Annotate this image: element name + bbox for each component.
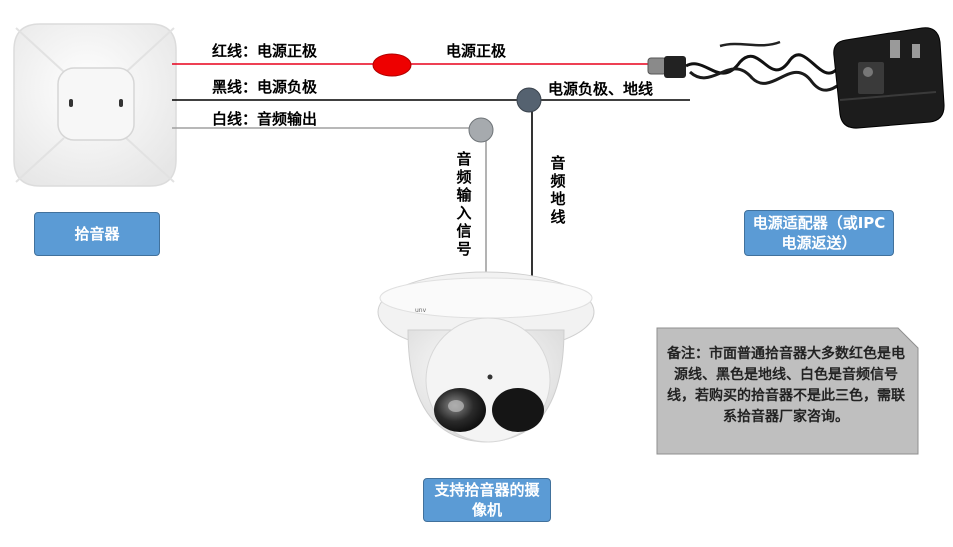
adapter-label: 电源适配器（或IPC电源返送）	[752, 214, 886, 252]
pickup-badge: 拾音器	[34, 212, 160, 256]
adapter-badge: 电源适配器（或IPC电源返送）	[744, 210, 894, 256]
black-wire-label: 黑线：电源负极	[212, 78, 318, 96]
pickup-label: 拾音器	[74, 225, 120, 243]
svg-text:unv: unv	[415, 307, 427, 314]
dome-camera: unv	[377, 271, 595, 443]
power-adapter	[647, 27, 945, 129]
white-junction-node	[468, 117, 494, 143]
note-box	[656, 327, 919, 455]
white-wire-label: 白线：音频输出	[212, 110, 318, 128]
camera-badge: 支持拾音器的摄像机	[423, 478, 551, 522]
power-positive-label: 电源正极	[446, 42, 507, 60]
audio-ground-label: 音频地线	[550, 154, 566, 226]
note-text: 备注：市面普通拾音器大多数红色是电源线、黑色是地线、白色是音频信号线，若购买的拾…	[667, 346, 905, 425]
wires	[172, 63, 690, 280]
red-junction-node	[372, 53, 412, 77]
camera-label: 支持拾音器的摄像机	[434, 481, 540, 519]
sound-pickup-device	[13, 23, 177, 187]
black-junction-node	[516, 87, 542, 113]
power-negative-ground-label: 电源负极、地线	[548, 80, 654, 98]
red-wire-label: 红线：电源正极	[212, 42, 318, 60]
audio-input-label: 音频输入信号	[456, 150, 472, 258]
